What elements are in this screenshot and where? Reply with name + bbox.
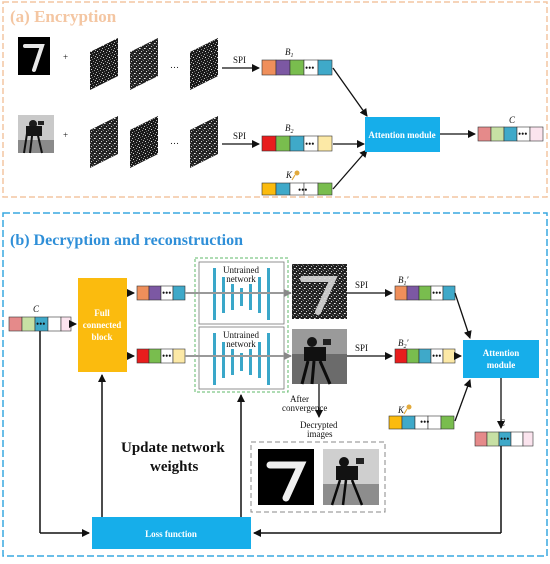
vector-k-b	[388, 415, 455, 430]
ellipsis-2: …	[170, 136, 179, 146]
attention-module-b-label-2: module	[487, 360, 516, 370]
vector-c-in-dots: •••	[36, 319, 45, 329]
attention-module-a	[365, 117, 440, 152]
vector-b2-dots: •••	[305, 139, 314, 149]
vector-c-a-dots: •••	[518, 129, 527, 139]
vector-b1	[261, 59, 333, 76]
decrypted-seven-image	[258, 449, 314, 505]
spi-label-a1: SPI	[233, 55, 246, 65]
vector-k	[261, 182, 333, 196]
vector-net-in-2-dots: •••	[162, 351, 171, 361]
loss-function-block	[92, 517, 251, 549]
decrypted-images-box	[250, 441, 386, 513]
vector-b1-prime	[394, 285, 456, 301]
noise-patterns-row-2	[90, 116, 218, 168]
vector-b1-prime-dots: •••	[432, 288, 441, 298]
label-k-b: K	[397, 405, 405, 415]
vector-c-out	[474, 431, 534, 447]
vector-b2-prime-dots: •••	[432, 351, 441, 361]
update-weights-label-2: weights	[150, 459, 198, 475]
key-icon	[291, 170, 300, 181]
reconstructed-seven-image	[292, 264, 347, 319]
digit-seven-image	[18, 37, 50, 75]
vector-c-a	[477, 126, 544, 142]
fcb-label-2: connected	[83, 320, 122, 330]
label-b1-prime: B1′	[398, 275, 410, 287]
decrypted-cameraman-image	[323, 449, 379, 506]
spi-label-b1: SPI	[355, 280, 368, 290]
untrained-network-2-label-1: Untrained	[223, 330, 259, 340]
loss-function-label: Loss function	[145, 529, 197, 539]
label-k: K	[285, 170, 293, 180]
vector-k-b-dots: •••	[420, 417, 429, 427]
plus-sign-2: +	[63, 130, 68, 140]
panel-a-border	[2, 1, 548, 198]
label-b1: B1	[285, 47, 294, 59]
vector-b2	[261, 135, 333, 152]
panel-b-title: (b) Decryption and reconstruction	[10, 232, 243, 249]
attention-module-b-label-1: Attention	[483, 348, 520, 358]
attention-module-b	[463, 340, 539, 378]
reconstructed-cameraman-image	[292, 329, 347, 385]
label-b2-prime: B2′	[398, 338, 410, 350]
fcb-label-1: Full	[94, 308, 110, 318]
untrained-network-2-label-2: network	[226, 339, 256, 349]
noise-patterns-row-1	[90, 38, 218, 90]
fcb-label-3: block	[91, 332, 112, 342]
after-convergence-label-1: After	[290, 394, 309, 404]
label-c-a: C	[509, 115, 516, 125]
vector-net-in-1	[136, 285, 186, 301]
spi-label-a2: SPI	[233, 131, 246, 141]
vector-b1-dots: •••	[305, 63, 314, 73]
untrained-network-1-label-2: network	[226, 274, 256, 284]
vector-net-in-2	[136, 348, 186, 364]
vector-c-out-dots: •••	[500, 434, 509, 444]
decrypted-images-label-1: Decrypted	[300, 420, 338, 430]
vector-c-in	[8, 316, 72, 332]
panel-a-title: (a) Encryption	[10, 7, 117, 26]
panel-b-border	[2, 212, 548, 557]
untrained-networks-group	[194, 257, 289, 393]
after-convergence-label-2: convergence	[282, 403, 327, 413]
key-icon-b	[403, 404, 412, 415]
full-connected-block	[78, 278, 127, 372]
untrained-network-1-label-1: Untrained	[223, 265, 259, 275]
label-b2: B2	[285, 123, 294, 135]
vector-k-dots: •••	[298, 185, 307, 195]
network-bars-2	[213, 333, 270, 385]
label-c-in: C	[33, 304, 40, 314]
attention-module-a-label: Attention module	[368, 130, 435, 140]
plus-sign-1: +	[63, 52, 68, 62]
ellipsis-1: …	[170, 60, 179, 70]
cameraman-image	[18, 115, 54, 154]
label-c-out: C	[499, 418, 506, 428]
update-weights-label-1: Update network	[121, 440, 225, 456]
vector-net-in-1-dots: •••	[162, 288, 171, 298]
decrypted-images-label-2: images	[307, 429, 333, 439]
spi-label-b2: SPI	[355, 343, 368, 353]
vector-b2-prime	[394, 348, 456, 364]
